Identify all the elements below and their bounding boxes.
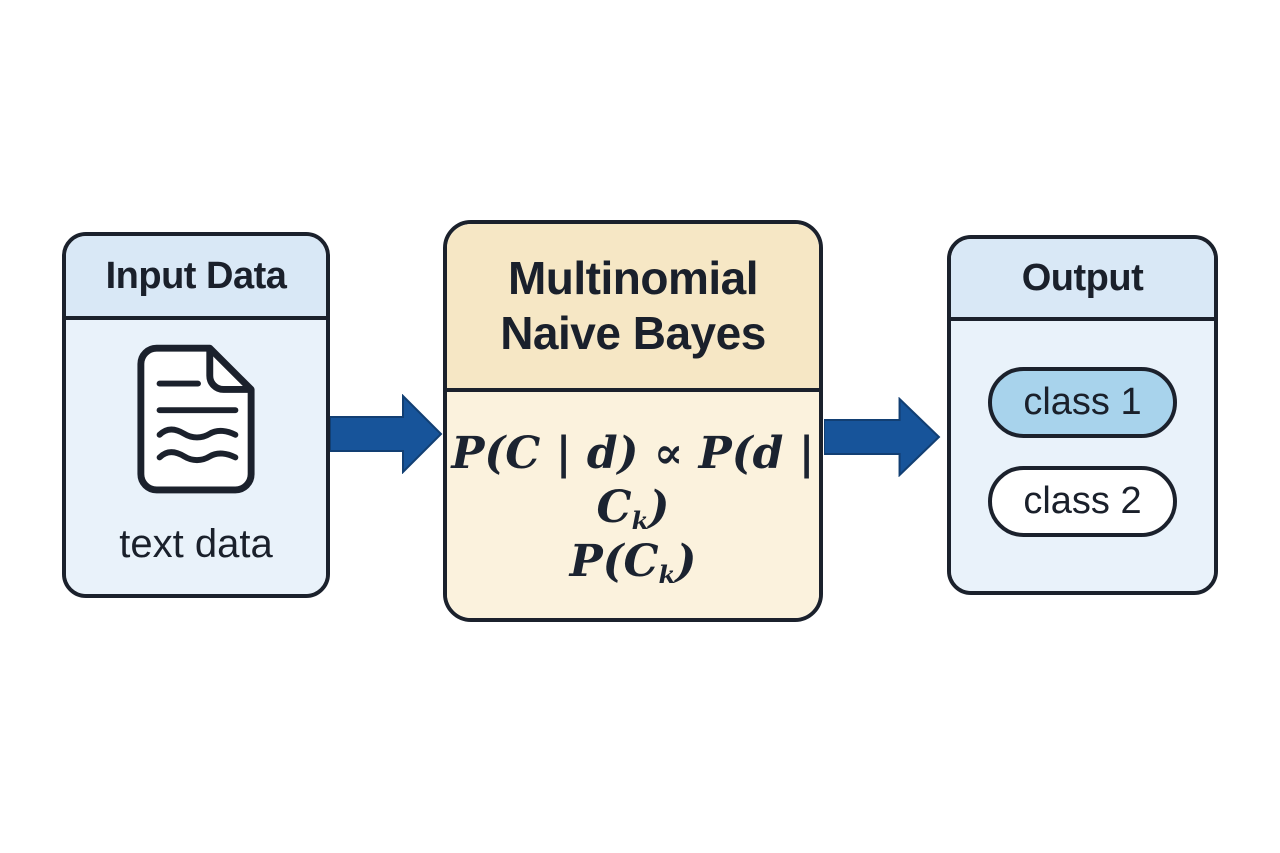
input-data-title: Input Data (105, 254, 287, 297)
class-1-pill: class 1 (988, 367, 1177, 438)
model-title-line-1: Multinomial (507, 252, 759, 304)
class-2-pill: class 2 (988, 466, 1177, 537)
subscript-k: k (658, 559, 676, 589)
model-header: Multinomial Naive Bayes (447, 224, 819, 392)
output-body: class 1 class 2 (951, 321, 1214, 591)
class-1-label: class 1 (1023, 381, 1142, 423)
model-title-line-2: Naive Bayes (500, 307, 766, 359)
flow-arrow-1 (330, 394, 443, 474)
output-title: Output (1021, 256, 1144, 299)
output-header: Output (951, 239, 1214, 321)
model-box: Multinomial Naive Bayes P(C | d) ∝ P(d |… (443, 220, 823, 622)
subscript-k: k (631, 505, 649, 535)
formula-line-2: P(Ck) (569, 536, 697, 589)
input-caption: text data (119, 522, 273, 566)
document-icon (137, 344, 255, 494)
class-2-label: class 2 (1023, 480, 1142, 522)
formula-line-1: P(C | d) ∝ P(d | Ck) (451, 428, 815, 535)
output-box: Output class 1 class 2 (947, 235, 1218, 595)
model-body: P(C | d) ∝ P(d | Ck) P(Ck) (447, 392, 819, 618)
flow-arrow-2 (824, 397, 941, 477)
input-data-header: Input Data (66, 236, 326, 320)
input-data-body: text data (66, 320, 326, 594)
bayes-formula: P(C | d) ∝ P(d | Ck) P(Ck) (447, 427, 819, 589)
input-data-box: Input Data text data (62, 232, 330, 598)
